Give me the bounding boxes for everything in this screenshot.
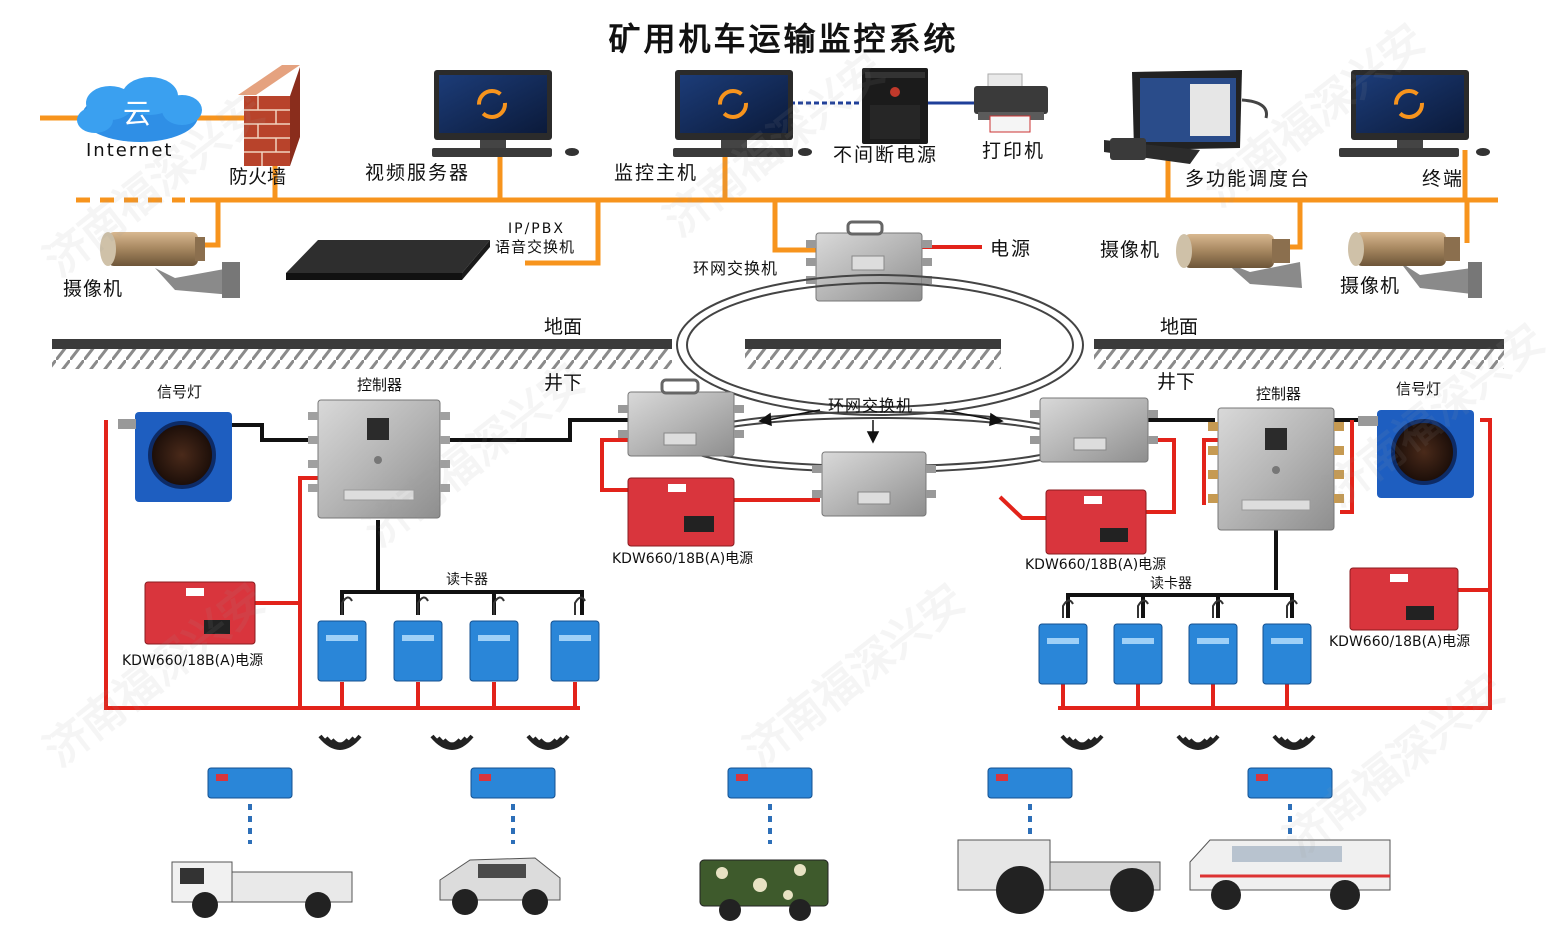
printer-icon xyxy=(974,73,1048,133)
controller-right-label: 控制器 xyxy=(1256,385,1302,403)
power-supply-4-icon xyxy=(1349,567,1459,631)
card-reader-icon xyxy=(1113,599,1163,685)
signal-light-right-icon xyxy=(1358,410,1474,498)
fiber-ring xyxy=(676,274,1084,473)
voice-switch-icon xyxy=(286,240,490,280)
camera-right2-label: 摄像机 xyxy=(1340,275,1401,297)
cloud-icon xyxy=(77,77,202,142)
camouflage-vehicle-icon xyxy=(699,859,829,921)
signal-light-left-icon xyxy=(118,412,232,502)
power-supply-2-label: KDW660/18B(A)电源 xyxy=(612,551,754,567)
signal-light-right-label: 信号灯 xyxy=(1396,380,1442,398)
camera-right1-label: 摄像机 xyxy=(1100,239,1161,261)
vehicle-tags xyxy=(207,767,1333,844)
voice-switch-label-line2: 语音交换机 xyxy=(495,238,576,256)
camera-right2-icon xyxy=(1348,232,1482,298)
card-reader-icon xyxy=(469,596,519,682)
surface-ring-switch-label: 环网交换机 xyxy=(693,259,779,278)
surface-ring-switch-icon xyxy=(806,220,932,302)
ups-label: 不间断电源 xyxy=(833,144,939,166)
controller-right-icon xyxy=(1208,407,1344,531)
vehicle-tag-icon xyxy=(207,767,293,844)
card-reader-icon xyxy=(317,596,367,682)
firewall-icon xyxy=(238,65,300,166)
camera-left-icon xyxy=(100,232,240,298)
vehicle-tag-icon xyxy=(727,767,813,844)
card-reader-icon xyxy=(1262,599,1312,685)
card-readers xyxy=(317,596,1312,685)
terminal-label: 终端 xyxy=(1422,168,1465,190)
card-reader-icon xyxy=(1038,599,1088,685)
power-supply-1-icon xyxy=(144,581,256,645)
wireless-signal-icon xyxy=(1272,734,1316,750)
power-supply-4-label: KDW660/18B(A)电源 xyxy=(1329,634,1471,650)
wireless-signal-icon xyxy=(430,734,474,750)
power-supply-3-icon xyxy=(1045,489,1147,555)
ring-switch-right-icon xyxy=(1030,397,1158,463)
camera-right1-icon xyxy=(1176,234,1302,288)
ups-icon xyxy=(862,68,928,144)
power-supply-2-icon xyxy=(627,477,735,547)
ring-switch-left-icon xyxy=(618,378,744,457)
voice-switch-label-line1: IP/PBX xyxy=(508,221,565,237)
card-reader-icon xyxy=(393,596,443,682)
signal-light-left-label: 信号灯 xyxy=(157,383,203,401)
camera-left-label: 摄像机 xyxy=(63,278,124,300)
wireless-signal-icon xyxy=(318,734,362,750)
wireless-signals xyxy=(318,734,1316,750)
ground-label-right: 地面 xyxy=(1160,316,1199,338)
page-title: 矿用机车运输监控系统 xyxy=(608,20,959,58)
loader-vehicle-icon xyxy=(957,839,1161,914)
internet-label: Internet xyxy=(86,140,174,161)
monitor-host-icon xyxy=(673,70,812,157)
underground-power-lines xyxy=(104,418,1492,710)
video-server-monitor-icon xyxy=(432,70,579,157)
dispatch-console-label: 多功能调度台 xyxy=(1185,168,1312,190)
vehicle-tag-icon xyxy=(987,767,1073,844)
ring-switch-center-label: 环网交换机 xyxy=(828,396,914,415)
wireless-signal-icon xyxy=(1176,734,1220,750)
surface-power-label: 电源 xyxy=(990,238,1033,260)
ground-label-left: 地面 xyxy=(544,316,583,338)
cloud-label: 云 xyxy=(123,97,152,130)
terminal-monitor-icon xyxy=(1339,70,1490,157)
suv-icon xyxy=(439,857,561,915)
underground-label-left: 井下 xyxy=(544,372,583,394)
ring-switch-center-icon xyxy=(812,451,936,517)
card-reader-icon xyxy=(550,596,600,682)
power-supply-1-label: KDW660/18B(A)电源 xyxy=(122,653,264,669)
controller-left-icon xyxy=(308,399,450,519)
vehicle-tag-icon xyxy=(470,767,556,844)
wireless-signal-icon xyxy=(1060,734,1104,750)
ground-surface xyxy=(52,339,1504,369)
underground-signal-lines xyxy=(232,418,1380,618)
firewall-label: 防火墙 xyxy=(229,166,287,188)
ring-switch-arrows xyxy=(758,409,1004,444)
monitor-host-label: 监控主机 xyxy=(614,162,699,184)
dump-truck-icon xyxy=(171,861,353,918)
dispatch-console-icon xyxy=(1104,70,1268,164)
card-reader-right-label: 读卡器 xyxy=(1150,576,1192,592)
card-reader-icon xyxy=(1188,599,1238,685)
underground-label-right: 井下 xyxy=(1157,371,1196,393)
video-server-label: 视频服务器 xyxy=(365,162,471,184)
vehicle-tag-icon xyxy=(1247,767,1333,844)
card-reader-left-label: 读卡器 xyxy=(446,572,488,588)
wireless-signal-icon xyxy=(526,734,570,750)
power-supply-3-label: KDW660/18B(A)电源 xyxy=(1025,557,1167,573)
controller-left-label: 控制器 xyxy=(357,376,403,394)
personnel-carrier-icon xyxy=(1189,839,1391,910)
printer-label: 打印机 xyxy=(982,140,1046,162)
